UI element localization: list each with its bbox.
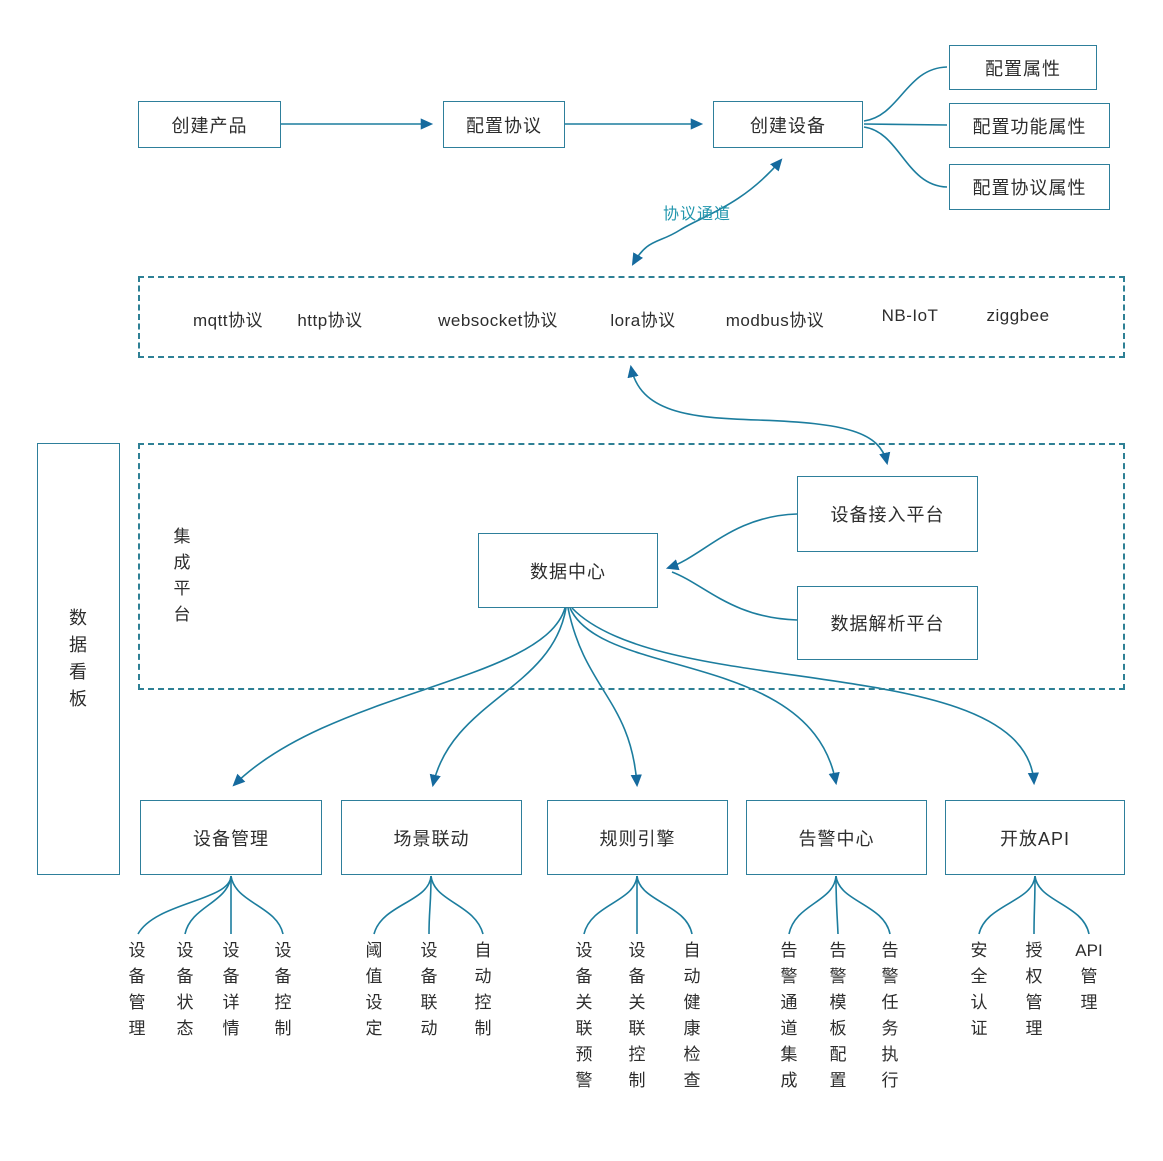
integration-label: 集成平台 <box>173 527 191 624</box>
leaf-device-status: 设备状态 <box>176 941 194 1038</box>
module-open-api: 开放API <box>945 800 1125 875</box>
leaf-alarm-template: 告警模板配置 <box>829 941 847 1090</box>
leaf-device-mgmt: 设备管理 <box>128 941 146 1038</box>
node-config-func-attr-label: 配置功能属性 <box>972 116 1087 137</box>
dashboard-panel: 数据看板 <box>37 443 120 875</box>
module-scene-linkage: 场景联动 <box>341 800 522 875</box>
node-data-center-label: 数据中心 <box>530 561 606 582</box>
protocol-panel <box>138 276 1125 358</box>
leaf-auto-control: 自动控制 <box>474 941 492 1038</box>
node-config-func-attr: 配置功能属性 <box>949 103 1110 148</box>
leaf-device-control: 设备控制 <box>274 941 292 1038</box>
protocol-item-nbiot: NB-IoT <box>881 306 939 325</box>
edge-parse-to-datacenter <box>671 571 798 621</box>
node-device-access-platform-label: 设备接入平台 <box>830 505 945 525</box>
module-alarm-center: 告警中心 <box>746 800 927 875</box>
edge-datacenter-scene <box>429 607 567 788</box>
leaf-security-auth: 安全认证 <box>970 941 988 1038</box>
edge-datacenter-rule <box>567 607 642 788</box>
edge-datacenter-alarm <box>569 607 840 786</box>
module-alarm-center-label: 告警中心 <box>798 828 875 849</box>
node-create-product-label: 创建产品 <box>171 115 248 136</box>
integration-panel <box>138 443 1125 690</box>
leaf-alarm-task: 告警任务执行 <box>881 941 899 1090</box>
protocol-item-http: http协议 <box>297 311 363 330</box>
leaf-alarm-channel: 告警通道集成 <box>780 941 798 1090</box>
module-device-management: 设备管理 <box>140 800 322 875</box>
edge-datacenter-api <box>571 607 1039 786</box>
dashboard-label: 数据看板 <box>69 608 88 709</box>
node-config-attr: 配置属性 <box>949 45 1097 90</box>
node-config-protocol-attr-label: 配置协议属性 <box>972 178 1087 198</box>
node-data-center: 数据中心 <box>478 533 658 608</box>
node-data-parse-platform: 数据解析平台 <box>797 586 978 660</box>
leaf-assoc-control: 设备关联控制 <box>628 941 646 1090</box>
module-rule-engine: 规则引擎 <box>547 800 728 875</box>
edge-access-to-datacenter <box>665 513 798 571</box>
node-create-product: 创建产品 <box>138 101 281 148</box>
channel-label: 协议通道 <box>663 206 732 223</box>
node-device-access-platform: 设备接入平台 <box>797 476 978 552</box>
leaf-device-linkage: 设备联动 <box>420 941 438 1038</box>
protocol-item-websocket: websocket协议 <box>438 311 558 330</box>
node-config-protocol-label: 配置协议 <box>466 115 542 136</box>
protocol-item-lora: lora协议 <box>610 311 676 330</box>
leaf-threshold-setting: 阈值设定 <box>365 941 383 1038</box>
leaf-device-detail: 设备详情 <box>222 941 240 1038</box>
module-scene-linkage-label: 场景联动 <box>393 828 470 849</box>
leaf-assoc-warning: 设备关联预警 <box>575 941 593 1090</box>
module-rule-engine-label: 规则引擎 <box>599 828 676 849</box>
node-create-device: 创建设备 <box>713 101 863 148</box>
node-data-parse-platform-label: 数据解析平台 <box>830 614 945 634</box>
leaf-health-check: 自动健康检查 <box>683 941 701 1090</box>
module-device-management-label: 设备管理 <box>193 828 269 849</box>
node-create-device-label: 创建设备 <box>750 115 826 136</box>
edge-protocols-access <box>627 364 891 466</box>
module-open-api-label: 开放API <box>999 828 1070 849</box>
node-config-protocol-attr: 配置协议属性 <box>949 164 1110 210</box>
protocol-item-mqtt: mqtt协议 <box>192 311 264 330</box>
node-config-protocol: 配置协议 <box>443 101 565 148</box>
protocol-item-ziggbee: ziggbee <box>986 306 1050 325</box>
node-config-attr-label: 配置属性 <box>985 58 1061 79</box>
protocol-item-modbus: modbus协议 <box>725 311 825 330</box>
edge-device-to-func-attr <box>863 123 948 126</box>
edge-channel <box>631 158 783 266</box>
edge-device-to-protocol-attr <box>863 126 948 188</box>
leaf-authorization-mgmt: 授权管理 <box>1025 941 1043 1038</box>
edge-device-to-attr <box>863 66 948 122</box>
